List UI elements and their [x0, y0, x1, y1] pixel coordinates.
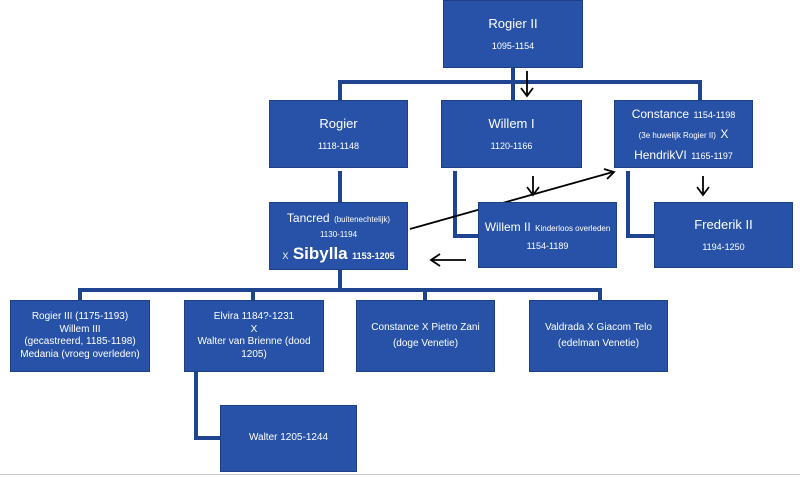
node-constance-line2: (3e huwelijk Rogier II) X [639, 124, 729, 144]
node-walter: Walter 1205-1244 [220, 405, 357, 472]
node-constance-spouse-dates: 1165-1197 [691, 150, 733, 161]
node-elvira-line1: Elvira 1184?-1231 [213, 311, 295, 322]
node-constance-line1: Constance 1154-1198 [632, 104, 736, 124]
node-willem-ii-name: Willem II [484, 220, 531, 235]
node-tancred-spouse-dates: 1153-1205 [352, 250, 395, 261]
node-willem-ii-line1: Willem II Kinderloos overleden [481, 217, 615, 237]
node-valdrada-line2: (edelman Venetie) [557, 338, 640, 349]
node-willem-i-name: Willem I [488, 116, 535, 132]
node-frederik-ii-name: Frederik II [694, 217, 753, 233]
node-elvira-line3: Walter van Brienne (dood 1205) [197, 336, 311, 360]
node-constance-name: Constance [631, 106, 690, 121]
node-rogier-ii: Rogier II 1095-1154 [443, 0, 583, 68]
node-constance-spouse: HendrikVI [634, 147, 687, 162]
node-rogier: Rogier 1118-1148 [269, 100, 408, 168]
node-tancred: Tancred (buitenechtelijk) 1130-1194 X Si… [269, 202, 408, 270]
node-rogier-iii-line4: Medania (vroeg overleden) [20, 348, 140, 360]
node-tancred-note: (buitenechtelijk) [334, 214, 391, 224]
connector-tancred-children [78, 288, 602, 302]
connector-constance-frederik [626, 171, 657, 238]
node-rogier-iii-line2: Willem III [59, 323, 101, 335]
arrow-to-willem-ii-head [526, 186, 540, 197]
node-constance-zani: Constance X Pietro Zani (doge Venetie) [356, 300, 495, 372]
node-rogier-ii-name: Rogier II [488, 16, 538, 32]
node-willem-ii-note: Kinderloos overleden [535, 224, 611, 234]
node-valdrada: Valdrada X Giacom Telo (edelman Venetie) [529, 300, 668, 372]
connector-willem-i-willem-ii [453, 171, 482, 238]
node-constance-line3: HendrikVI 1165-1197 [634, 145, 733, 165]
node-constance-note: (3e huwelijk Rogier II) [638, 131, 716, 140]
node-valdrada-line1: Valdrada X Giacom Telo [545, 321, 652, 333]
node-constance-x: X [720, 127, 729, 141]
node-constance: Constance 1154-1198 (3e huwelijk Rogier … [614, 100, 753, 168]
node-rogier-name: Rogier [319, 116, 358, 132]
node-tancred-line3: X Sibylla 1153-1205 [282, 243, 394, 265]
node-frederik-ii-dates: 1194-1250 [702, 241, 745, 252]
node-rogier-iii: Rogier III (1175-1193) Willem III (gecas… [10, 300, 150, 372]
arrow-willem-ii-to-tancred-head [429, 253, 441, 267]
node-tancred-dates: 1130-1194 [319, 230, 358, 239]
arrow-to-willem-i-head [520, 87, 534, 98]
node-elvira: Elvira 1184?-1231 X Walter van Brienne (… [184, 300, 324, 372]
connector-rogier-ii-children [338, 80, 702, 102]
node-tancred-name: Tancred [286, 210, 330, 225]
node-frederik-ii: Frederik II 1194-1250 [654, 202, 793, 268]
connector-elvira-walter [194, 370, 222, 440]
node-willem-ii: Willem II Kinderloos overleden 1154-1189 [478, 202, 617, 268]
node-constance-zani-line1: Constance X Pietro Zani [371, 321, 480, 333]
arrow-to-frederik-head [696, 186, 710, 197]
node-walter-label: Walter 1205-1244 [248, 432, 329, 444]
window-bottom-edge [0, 474, 800, 475]
node-tancred-line1: Tancred (buitenechtelijk) [287, 208, 390, 228]
node-willem-i-dates: 1120-1166 [490, 140, 533, 151]
node-constance-zani-line2: (doge Venetie) [392, 338, 459, 349]
node-tancred-x: X [282, 250, 289, 261]
node-tancred-spouse: Sibylla [292, 243, 348, 263]
node-rogier-iii-line3: (gecastreerd, 1185-1198) [24, 336, 136, 347]
node-willem-ii-dates: 1154-1189 [526, 241, 569, 252]
arrow-tancred-to-constance-head [603, 168, 616, 180]
node-rogier-dates: 1118-1148 [317, 140, 360, 151]
node-willem-i: Willem I 1120-1166 [441, 100, 582, 168]
node-rogier-ii-dates: 1095-1154 [491, 40, 535, 51]
node-constance-dates: 1154-1198 [693, 109, 736, 120]
node-rogier-iii-line1: Rogier III (1175-1193) [31, 311, 129, 322]
node-elvira-line2: X [250, 323, 258, 335]
